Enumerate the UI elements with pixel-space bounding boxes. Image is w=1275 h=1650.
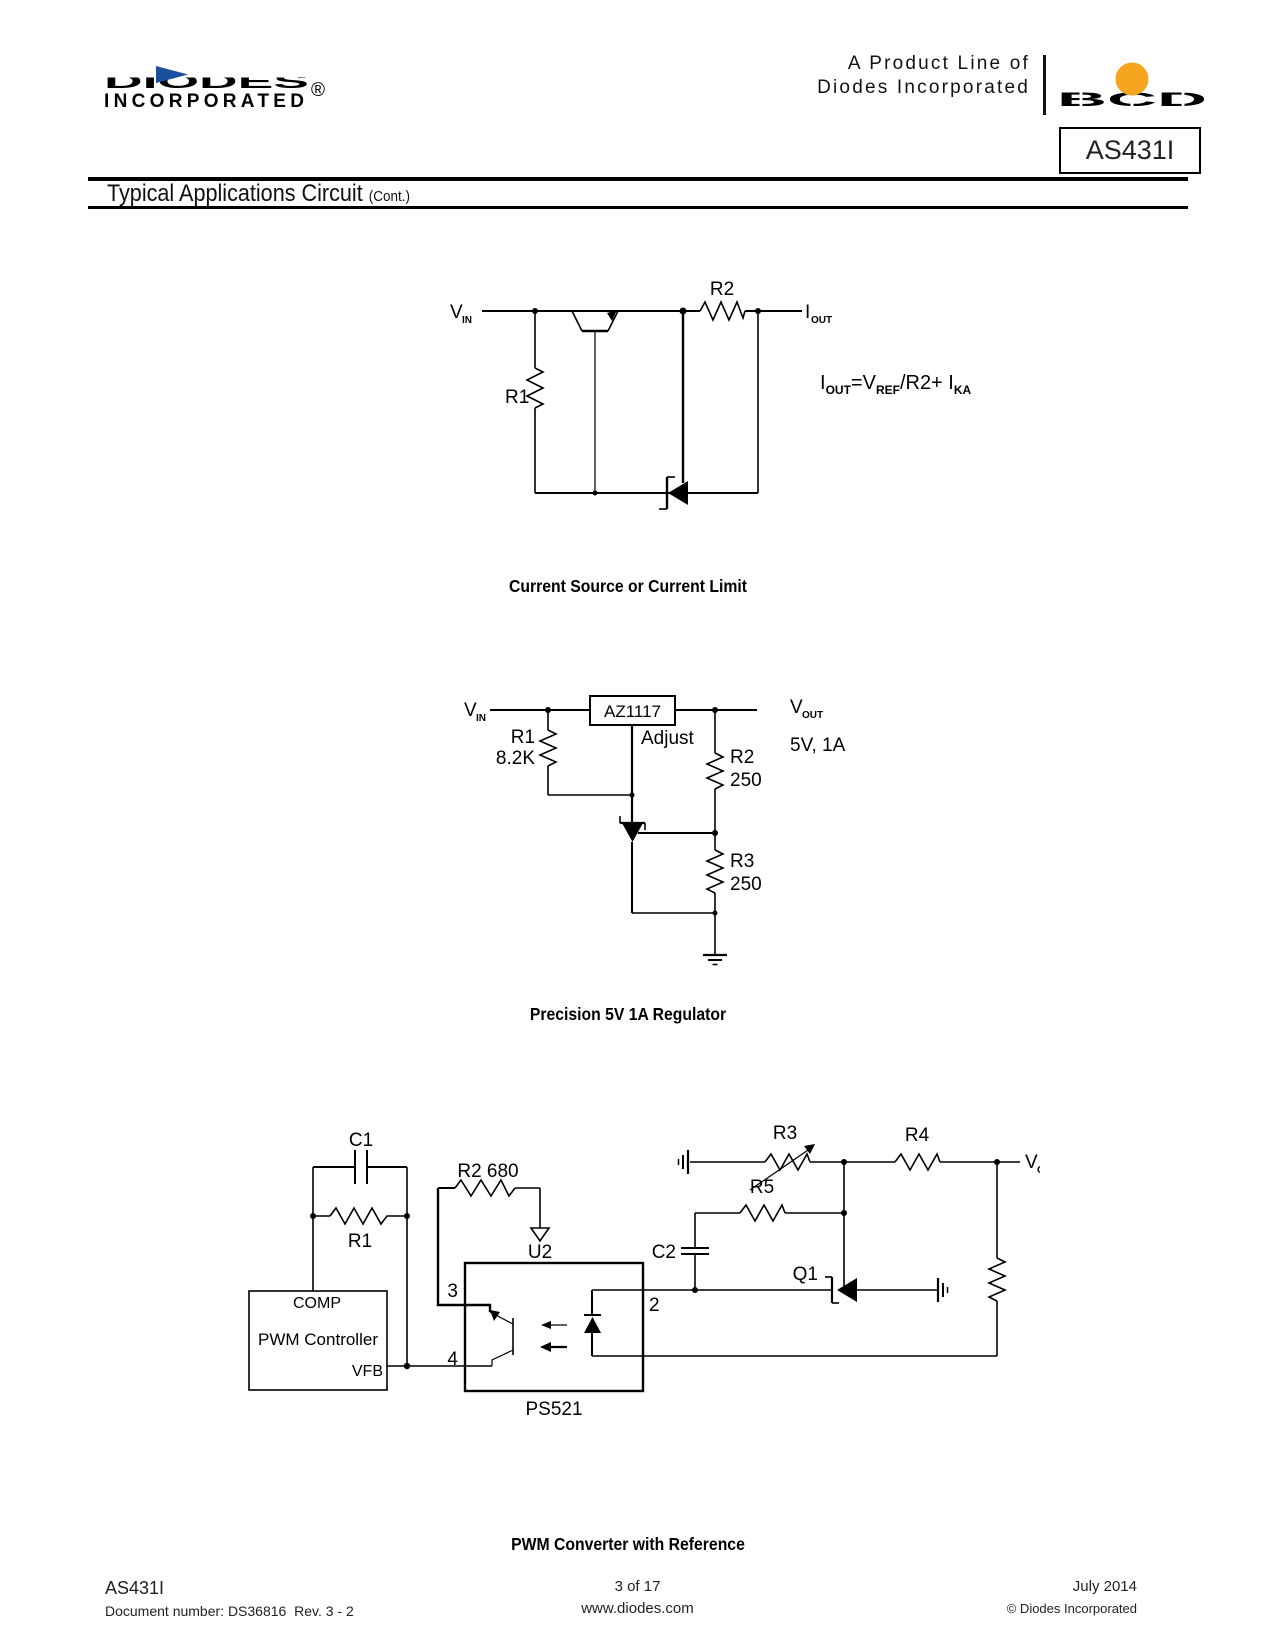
iout-sub-label: OUT [811, 315, 832, 326]
r1-label: R1 [348, 1231, 372, 1252]
ps521-box [463, 1261, 645, 1393]
r3-value: 250 [730, 874, 762, 895]
bcd-logo-circle [1115, 62, 1149, 96]
r2-label: R2 [710, 279, 734, 300]
diodes-logo: DIODES ® INCORPORATED [104, 66, 325, 112]
registered-mark: ® [311, 80, 325, 101]
footer-document-number: Document number: DS36816 Rev. 3 - 2 [105, 1603, 354, 1619]
c2-label: C2 [652, 1242, 676, 1263]
page-title-main: Typical Applications Circuit [107, 180, 363, 207]
product-line-text: A Product Line of Diodes Incorporated [700, 52, 1030, 100]
r1-value: 8.2K [496, 748, 535, 769]
vout-sub-label: OUT [1037, 1165, 1040, 1176]
pwm-controller-box [248, 1290, 388, 1391]
pin4-label: 4 [447, 1349, 458, 1370]
vin-label: V [464, 700, 477, 721]
product-line-2: Diodes Incorporated [817, 77, 1030, 98]
page-title: Typical Applications Circuit (Cont.) [107, 180, 410, 208]
light-arrows-icon [540, 1321, 567, 1352]
part-number-box: AS431I [1059, 127, 1201, 174]
current-source-schematic: V IN R1 R2 I OUT [450, 279, 832, 510]
pin3-label: 3 [447, 1281, 458, 1302]
r1-label: R1 [511, 727, 535, 748]
diode-arrow-icon [156, 66, 188, 83]
footer-part-number: AS431I [105, 1578, 165, 1598]
page-title-cont: (Cont.) [368, 188, 410, 205]
pwm-converter-schematic: C1 R1 COMP PWM Controller VFB R2 680 U2 … [248, 1123, 1040, 1420]
footer-copyright: © Diodes Incorporated [1006, 1601, 1137, 1616]
pin2-label: 2 [649, 1295, 660, 1316]
u2-arrow-icon [529, 1227, 551, 1243]
title-rule-bottom [88, 206, 1188, 209]
formula-i: I [820, 372, 826, 394]
potentiometer-arrow [749, 1144, 815, 1191]
r2-label: R2 [730, 747, 754, 768]
adjust-label: Adjust [641, 728, 695, 749]
r2-label: R2 680 [457, 1161, 518, 1182]
r5-label: R5 [750, 1177, 774, 1198]
pwm-controller-label: PWM Controller [258, 1330, 378, 1349]
r1-label: R1 [505, 387, 529, 408]
footer-website-link[interactable]: www.diodes.com [581, 1600, 694, 1617]
part-number: AS431I [1085, 135, 1175, 165]
vin-sub-label: IN [476, 713, 486, 724]
formula-mid: /R2+ I [899, 372, 954, 394]
iout-label: I [805, 302, 810, 323]
r2-value: 250 [730, 770, 762, 791]
formula-eq: =V [850, 372, 876, 394]
ground-icon [703, 953, 727, 966]
ps521-label: PS521 [525, 1399, 582, 1420]
phototransistor-symbol [489, 1310, 514, 1366]
ground-icon [936, 1278, 949, 1302]
current-formula: IOUT=VREF/R2+ IKA [820, 372, 971, 397]
ground-icon [677, 1150, 690, 1174]
vout-label: V [790, 697, 803, 718]
vout-label: V [1025, 1152, 1038, 1173]
bcd-logo: BCD [1056, 52, 1208, 111]
footer-left: AS431I Document number: DS36816 Rev. 3 -… [105, 1578, 354, 1619]
u2-label: U2 [528, 1242, 552, 1263]
title-rule-top [88, 177, 1188, 181]
vin-sub-label: IN [462, 315, 472, 326]
caption-current-source: Current Source or Current Limit [508, 576, 748, 596]
caption-pwm-converter: PWM Converter with Reference [511, 1534, 745, 1554]
shunt-regulator-symbol [825, 1276, 857, 1304]
footer-page-number: 3 of 17 [614, 1578, 661, 1595]
product-line-1: A Product Line of [847, 53, 1030, 74]
comp-pin-label: COMP [293, 1295, 341, 1312]
formula-i-sub: OUT [825, 383, 851, 397]
incorporated-label: INCORPORATED [104, 91, 304, 112]
r3-label: R3 [773, 1123, 797, 1144]
vfb-pin-label: VFB [352, 1363, 383, 1380]
az1117-box [589, 695, 676, 726]
diodes-logo-stripe [104, 71, 309, 78]
vout-spec: 5V, 1A [790, 735, 846, 756]
vin-label: V [450, 302, 463, 323]
led-symbol [584, 1290, 601, 1356]
footer-center: 3 of 17 www.diodes.com [0, 1578, 1275, 1617]
formula-ka-sub: KA [953, 383, 972, 397]
shunt-regulator-symbol [659, 476, 688, 510]
precision-regulator-schematic: V IN AZ1117 R1 8.2K Adjust R2 250 R3 250… [464, 695, 846, 966]
c2-capacitor [681, 1213, 709, 1290]
footer-right: July 2014 © Diodes Incorporated [1007, 1578, 1137, 1616]
c1-label: C1 [349, 1130, 373, 1151]
header-separator [1043, 55, 1046, 115]
az1117-label: AZ1117 [604, 702, 661, 721]
pnp-transistor-symbol [571, 310, 619, 493]
formula-ref-sub: REF [875, 383, 900, 397]
footer-date: July 2014 [1072, 1578, 1137, 1595]
shunt-regulator-symbol [619, 816, 646, 842]
r3-label: R3 [730, 851, 754, 872]
vout-sub-label: OUT [802, 710, 823, 721]
r4-label: R4 [905, 1125, 930, 1146]
caption-precision-regulator: Precision 5V 1A Regulator [529, 1004, 727, 1024]
q1-label: Q1 [793, 1264, 818, 1285]
